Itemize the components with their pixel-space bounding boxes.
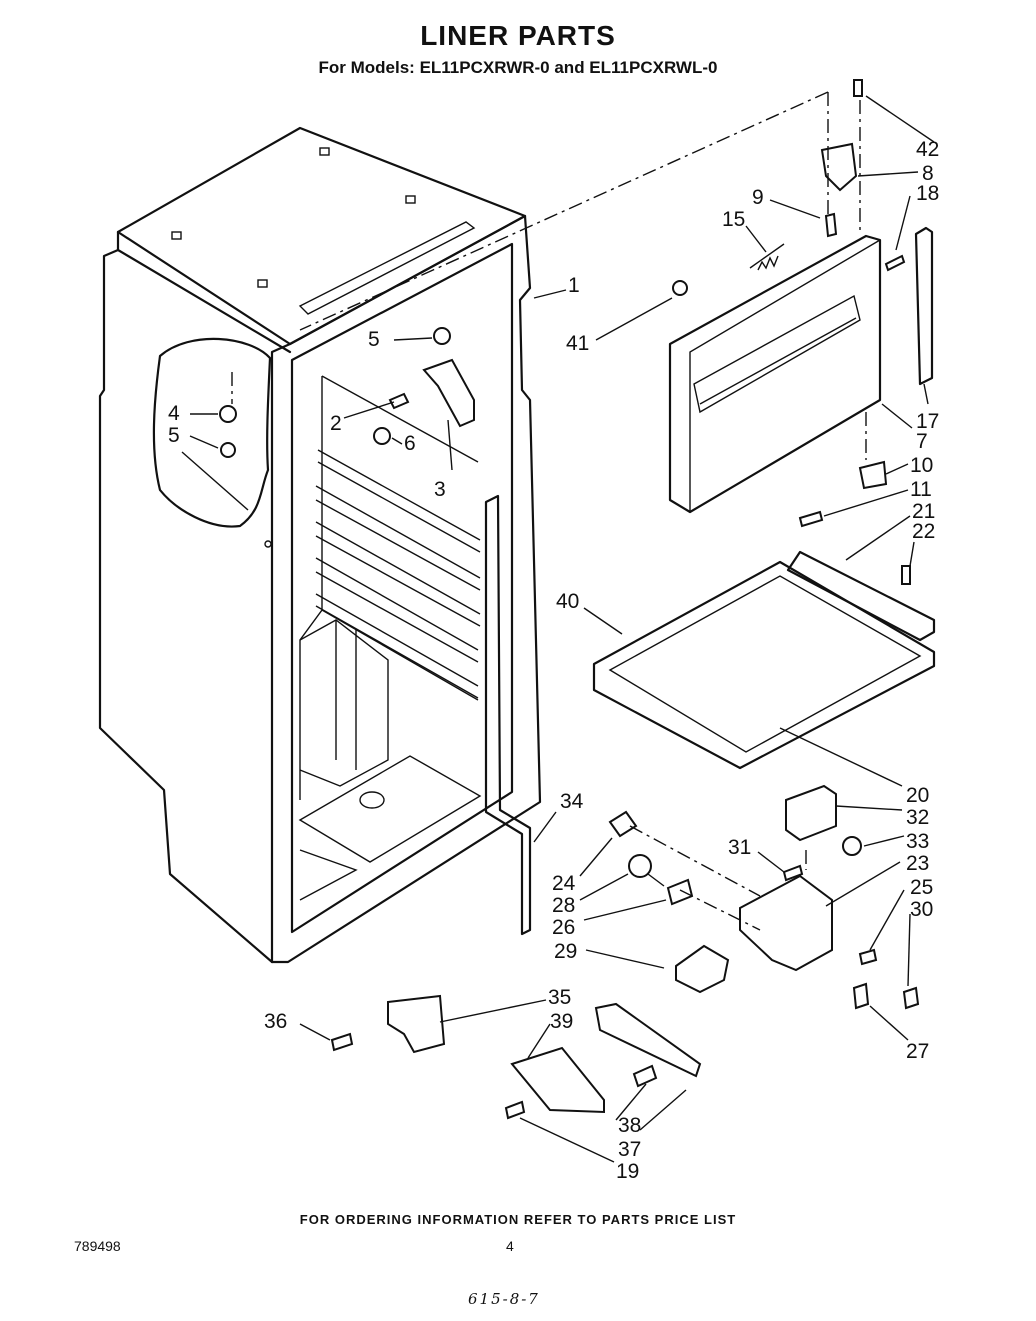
callout-17: 17 bbox=[916, 410, 939, 433]
callout-1: 1 bbox=[568, 274, 580, 297]
screw-2 bbox=[388, 392, 410, 410]
screw-25 bbox=[858, 948, 878, 966]
screw-42 bbox=[853, 79, 863, 97]
screw-18 bbox=[884, 254, 906, 272]
clip-27 bbox=[852, 982, 870, 1010]
callout-41: 41 bbox=[566, 332, 589, 355]
callout-37: 37 bbox=[618, 1138, 641, 1161]
callout-20: 20 bbox=[906, 784, 929, 807]
ordering-info-note: FOR ORDERING INFORMATION REFER TO PARTS … bbox=[299, 1212, 737, 1227]
callout-31: 31 bbox=[728, 836, 751, 859]
callout-15: 15 bbox=[722, 208, 745, 231]
callout-38: 38 bbox=[618, 1114, 641, 1137]
callout-35: 35 bbox=[548, 986, 571, 1009]
bracket-35 bbox=[387, 994, 446, 1054]
callout-labels: 42 8 18 9 15 1 41 5 4 5 2 6 3 17 7 10 11… bbox=[168, 138, 939, 1183]
plug-6 bbox=[373, 427, 391, 445]
screw-22 bbox=[901, 565, 911, 585]
callout-32: 32 bbox=[906, 806, 929, 829]
screw-11 bbox=[798, 510, 824, 528]
cap-5 bbox=[433, 327, 451, 345]
callout-22: 22 bbox=[912, 520, 935, 543]
callout-24: 24 bbox=[552, 872, 576, 895]
document-number: 789498 bbox=[74, 1238, 121, 1254]
callout-7: 7 bbox=[916, 430, 928, 453]
callout-18: 18 bbox=[916, 182, 939, 205]
callout-10: 10 bbox=[910, 454, 933, 477]
bracket-assembly bbox=[219, 327, 475, 458]
lower-parts-drawing bbox=[330, 994, 702, 1120]
channel-39 bbox=[510, 1046, 605, 1114]
callout-8: 8 bbox=[922, 162, 934, 185]
liner-cabinet bbox=[98, 126, 542, 964]
callout-19: 19 bbox=[616, 1160, 639, 1183]
knob-33 bbox=[842, 836, 862, 856]
callout-39: 39 bbox=[550, 1010, 573, 1033]
shield-29 bbox=[675, 944, 730, 994]
callout-25: 25 bbox=[910, 876, 933, 899]
freezer-door-drawing bbox=[668, 79, 934, 528]
actuator-26 bbox=[666, 878, 694, 906]
callout-11: 11 bbox=[910, 478, 932, 501]
spring-15 bbox=[749, 243, 785, 269]
screw-31 bbox=[782, 864, 804, 882]
switch-30 bbox=[902, 986, 920, 1010]
screw-36 bbox=[330, 1032, 354, 1052]
control-box-32 bbox=[785, 784, 837, 842]
models-subtitle: For Models: EL11PCXRWR-0 and EL11PCXRWL-… bbox=[318, 58, 718, 77]
plug-38 bbox=[632, 1064, 658, 1088]
callout-36: 36 bbox=[264, 1010, 287, 1033]
page-title: LINER PARTS bbox=[420, 20, 616, 51]
socket-24 bbox=[608, 810, 638, 838]
leader-lines bbox=[189, 95, 935, 1163]
handwritten-note: 615-8-7 bbox=[468, 1290, 540, 1308]
screw-19 bbox=[504, 1100, 526, 1120]
bulb-28 bbox=[628, 854, 652, 878]
callout-28: 28 bbox=[552, 894, 575, 917]
callout-40: 40 bbox=[556, 590, 579, 613]
callout-21: 21 bbox=[912, 500, 935, 523]
control-light-drawing bbox=[608, 784, 920, 1010]
callout-42: 42 bbox=[916, 138, 939, 161]
page-number: 4 bbox=[506, 1238, 514, 1254]
cap-4 bbox=[219, 405, 237, 423]
callout-5-top: 5 bbox=[368, 328, 380, 351]
callout-2: 2 bbox=[330, 412, 342, 435]
screw-9 bbox=[824, 212, 838, 238]
callout-33: 33 bbox=[906, 830, 929, 853]
callout-30: 30 bbox=[910, 898, 933, 921]
shelf-drawing bbox=[592, 550, 936, 770]
callout-3: 3 bbox=[434, 478, 446, 501]
plug-41 bbox=[672, 280, 688, 296]
callout-27: 27 bbox=[906, 1040, 929, 1063]
callout-29: 29 bbox=[554, 940, 577, 963]
callout-6: 6 bbox=[404, 432, 416, 455]
light-housing-23 bbox=[739, 874, 833, 972]
callout-34: 34 bbox=[560, 790, 584, 813]
callout-5-side: 5 bbox=[168, 424, 180, 447]
callout-26: 26 bbox=[552, 916, 575, 939]
callout-4: 4 bbox=[168, 402, 180, 425]
callout-9: 9 bbox=[752, 186, 764, 209]
trim-37 bbox=[594, 1002, 702, 1078]
cap-5-side bbox=[220, 442, 236, 458]
callout-23: 23 bbox=[906, 852, 929, 875]
assembly-lines bbox=[231, 91, 867, 931]
